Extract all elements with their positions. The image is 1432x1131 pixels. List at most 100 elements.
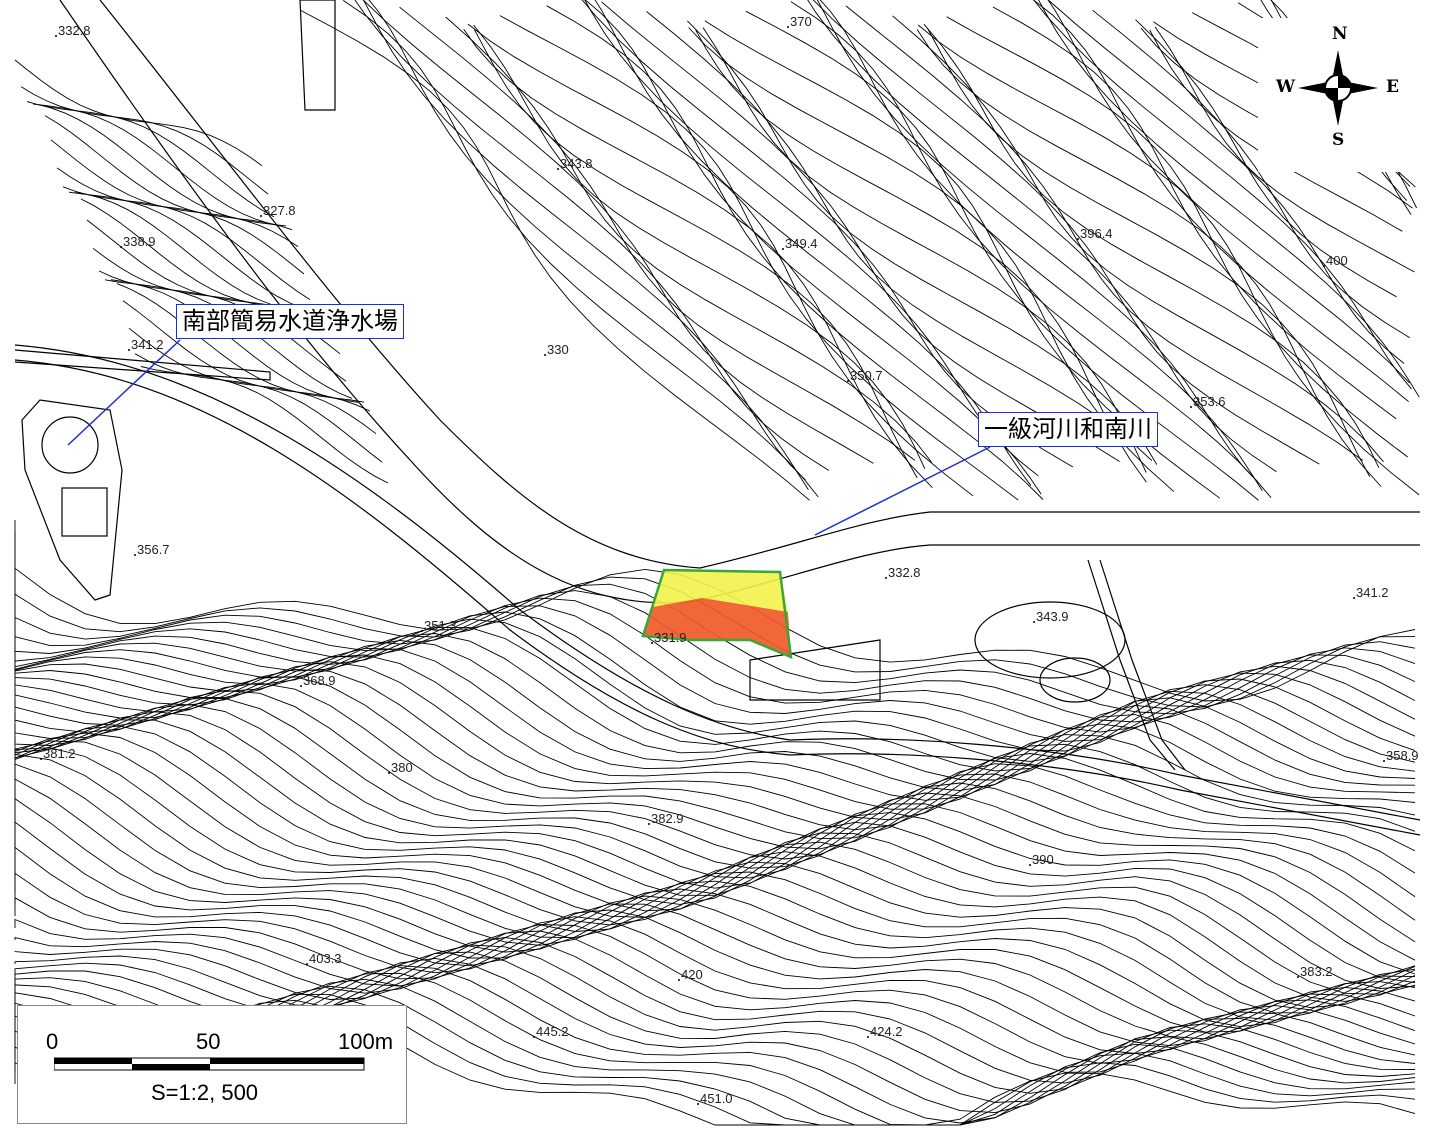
scale-bar: 0 50 100m S=1:2, 500 bbox=[17, 1005, 407, 1124]
scale-ratio-label: S=1:2, 500 bbox=[151, 1080, 259, 1105]
contour-line bbox=[14, 697, 1416, 874]
contour-line bbox=[14, 556, 1416, 723]
contour-line bbox=[122, 300, 371, 412]
contour-line bbox=[14, 704, 1416, 898]
elevation-label: 420 bbox=[678, 967, 703, 982]
elevation-label: 396.4 bbox=[1077, 226, 1113, 241]
contour-line bbox=[14, 732, 1416, 975]
contour-line bbox=[399, 6, 916, 461]
scale-tick-100: 100m bbox=[338, 1029, 394, 1054]
elevation-label: 356.7 bbox=[134, 542, 170, 557]
contour-line bbox=[14, 924, 1416, 1064]
compass-rose: N S W E bbox=[1258, 18, 1418, 172]
contour-line bbox=[1135, 19, 1397, 298]
elevation-label: 343.8 bbox=[557, 156, 593, 171]
compass-east-label: E bbox=[1386, 77, 1399, 97]
zone-red bbox=[643, 598, 791, 657]
elevation-label: 424.2 bbox=[867, 1024, 903, 1039]
elevation-label: 382.9 bbox=[648, 811, 684, 826]
contour-line bbox=[1092, 9, 1411, 339]
elevation-label: 341.2 bbox=[1353, 585, 1389, 600]
contour-line bbox=[14, 872, 1416, 1033]
elevation-label: 343.9 bbox=[1033, 609, 1069, 624]
contour-line bbox=[816, 0, 1258, 482]
contour-line bbox=[807, 0, 1277, 473]
elevation-label: 330 bbox=[544, 342, 569, 357]
river-callout: 一級河川和南川 bbox=[978, 412, 1158, 447]
contour-line bbox=[14, 916, 1416, 1054]
contour-line bbox=[14, 846, 1416, 1028]
contour-line bbox=[927, 28, 1371, 477]
contour-line bbox=[14, 909, 1416, 1047]
contour-line bbox=[14, 676, 1416, 840]
contour-line bbox=[1038, 0, 1420, 398]
contour-line bbox=[14, 740, 1416, 984]
contour-line bbox=[14, 639, 1416, 792]
elevation-label: 445.2 bbox=[533, 1024, 569, 1039]
contour-line bbox=[812, 0, 1320, 465]
contour-line bbox=[467, 23, 974, 497]
river-bank-upper bbox=[99, 0, 1420, 569]
contour-line bbox=[584, 0, 1039, 477]
contour-line bbox=[581, 0, 1074, 468]
contour-line bbox=[845, 5, 1364, 461]
contour-line bbox=[14, 604, 1416, 762]
contour-line bbox=[499, 15, 1019, 501]
map-features bbox=[14, 0, 1421, 836]
elevation-label: 383.2 bbox=[1297, 964, 1333, 979]
contour-line bbox=[62, 186, 311, 300]
contour-line bbox=[1047, 0, 1410, 384]
facility-outline bbox=[21, 399, 123, 601]
contour-line bbox=[14, 937, 1416, 1084]
contour-line bbox=[473, 24, 926, 469]
scale-bar-graphic bbox=[54, 1057, 365, 1071]
contour-line bbox=[14, 747, 1416, 989]
contour-line bbox=[14, 592, 1416, 752]
contour-line bbox=[50, 139, 299, 247]
contour-line bbox=[342, 0, 819, 498]
elevation-label: 390 bbox=[1029, 852, 1054, 867]
elevation-label: 381.2 bbox=[40, 746, 76, 761]
elevation-label: 353.6 bbox=[1190, 394, 1226, 409]
contour-line bbox=[790, 1, 1272, 498]
contour-line bbox=[1154, 26, 1415, 273]
road-lower bbox=[14, 359, 1421, 836]
contour-line bbox=[14, 654, 1416, 810]
contour-line bbox=[128, 327, 377, 435]
contour-line bbox=[646, 11, 1153, 462]
scale-tick-50: 50 bbox=[196, 1029, 221, 1054]
elevation-label: 451.0 bbox=[697, 1091, 733, 1106]
contour-line bbox=[14, 753, 1416, 995]
contour-line bbox=[14, 616, 1416, 772]
contour-line bbox=[14, 568, 1416, 733]
elevation-label: 370 bbox=[787, 14, 812, 29]
contour-line bbox=[14, 668, 1416, 831]
contour-line bbox=[445, 16, 933, 463]
compass-north-label: N bbox=[1332, 24, 1348, 44]
elevation-label: 403.3 bbox=[306, 951, 342, 966]
contour-line bbox=[695, 29, 1147, 483]
contour-line bbox=[14, 711, 1416, 921]
elevation-label: 331.9 bbox=[651, 630, 687, 645]
elevation-label: 338.9 bbox=[120, 234, 156, 249]
contour-line bbox=[354, 0, 830, 471]
contour-line bbox=[362, 0, 874, 464]
contour-line bbox=[1048, 0, 1405, 364]
contour-line bbox=[14, 690, 1416, 860]
contour-line bbox=[1032, 0, 1409, 403]
elevation-label: 332.8 bbox=[885, 565, 921, 580]
contour-line bbox=[819, 0, 1263, 492]
contour-line bbox=[14, 580, 1416, 742]
elevation-label: 358.9 bbox=[1383, 748, 1419, 763]
elevation-label: 341.2 bbox=[128, 337, 164, 352]
contour-line bbox=[1033, 0, 1412, 390]
contour-line bbox=[704, 20, 1221, 499]
contour-line bbox=[917, 24, 1420, 496]
elevation-label: 351.3 bbox=[421, 618, 457, 633]
contour-line bbox=[546, 5, 1044, 500]
river-leader-line bbox=[814, 446, 991, 536]
facility-leader-line bbox=[67, 339, 181, 446]
contour-line bbox=[946, 16, 1408, 458]
contour-line bbox=[916, 29, 1382, 487]
side-stream bbox=[1087, 559, 1176, 771]
